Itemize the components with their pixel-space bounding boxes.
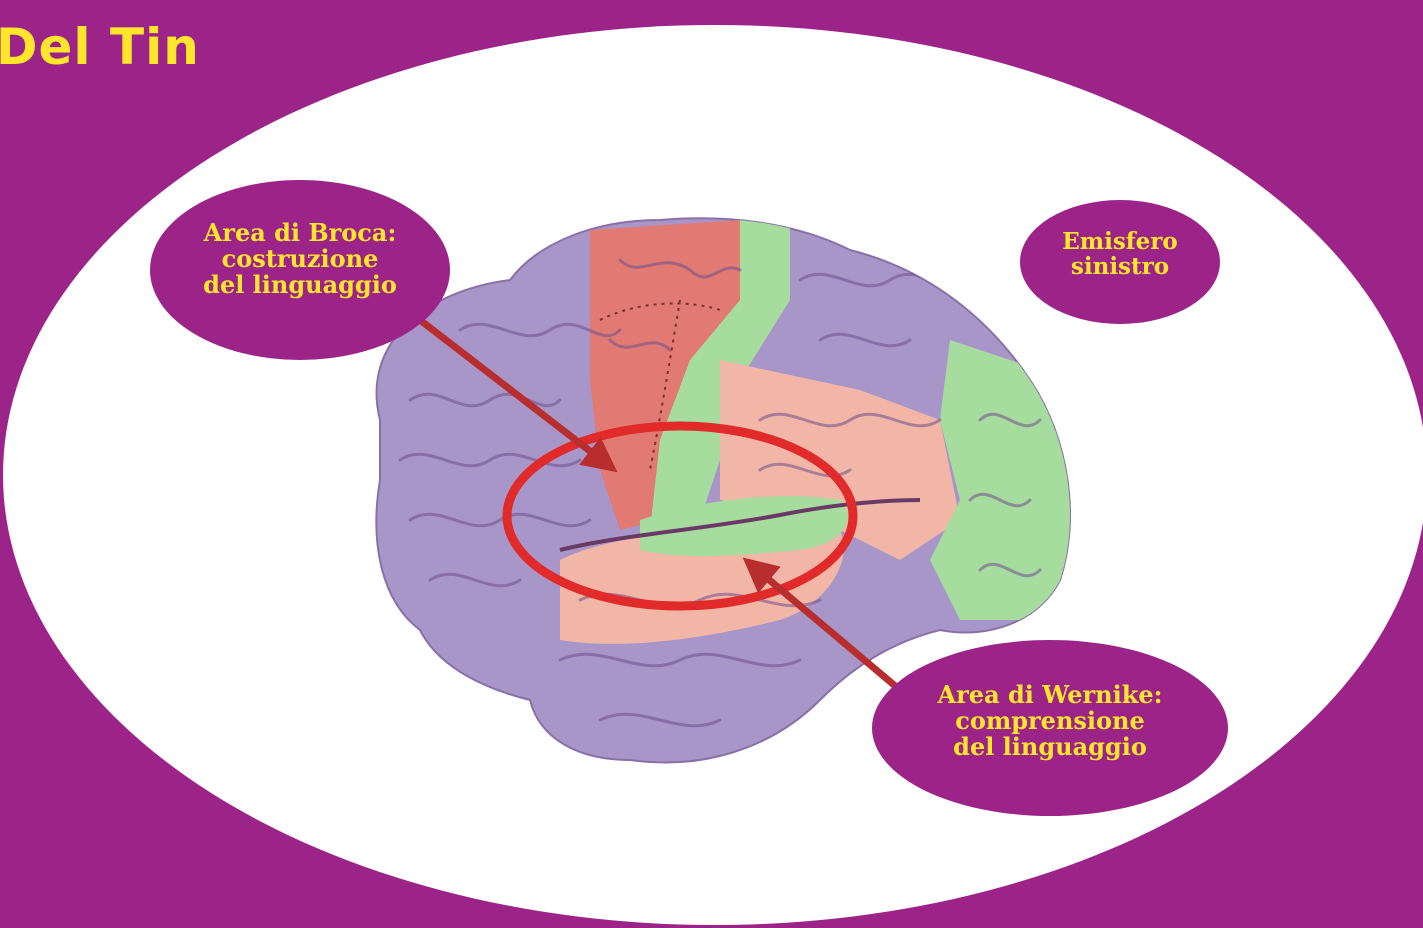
broca-label-line2: costruzione — [150, 246, 450, 272]
hemisphere-label-line1: Emisfero — [1020, 230, 1220, 255]
broca-label-line3: del linguaggio — [150, 272, 450, 298]
wernicke-label-line3: del linguaggio — [880, 734, 1220, 760]
hemisphere-label: Emisfero sinistro — [1020, 230, 1220, 280]
hemisphere-label-line2: sinistro — [1020, 255, 1220, 280]
wernicke-label: Area di Wernike: comprensione del lingua… — [880, 682, 1220, 760]
wernicke-label-line2: comprensione — [880, 708, 1220, 734]
broca-label-line1: Area di Broca: — [150, 220, 450, 246]
broca-label: Area di Broca: costruzione del linguaggi… — [150, 220, 450, 298]
wernicke-label-line1: Area di Wernike: — [880, 682, 1220, 708]
